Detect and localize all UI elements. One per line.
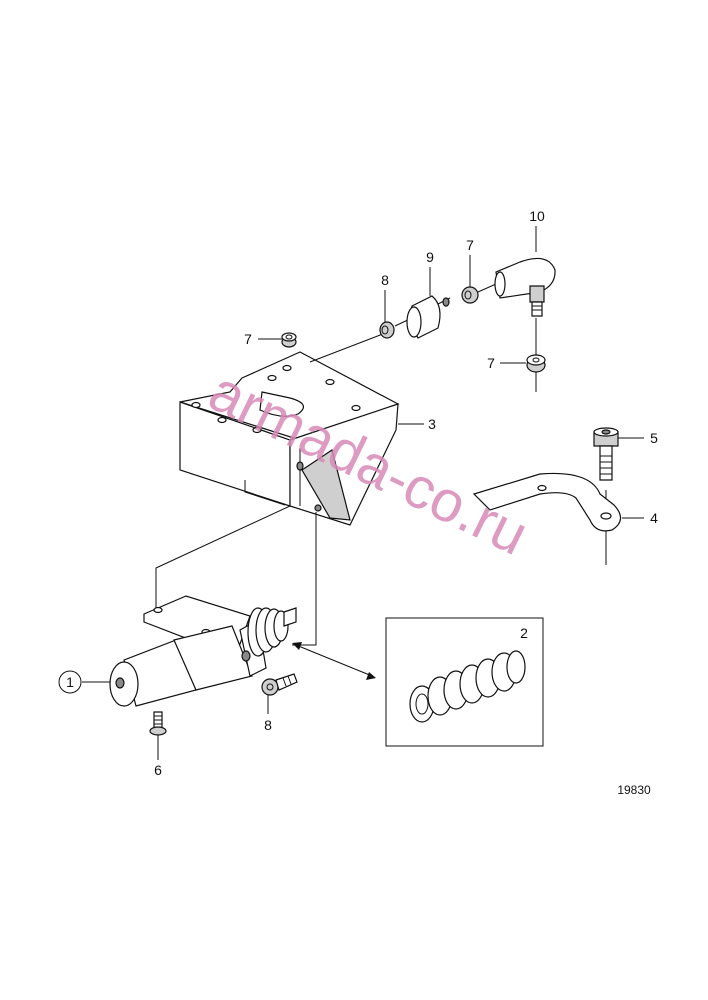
callout-9: 9 bbox=[426, 249, 434, 265]
callout-4: 4 bbox=[650, 510, 658, 526]
callout-8-lower: 8 bbox=[264, 717, 272, 733]
callout-1: 1 bbox=[66, 674, 74, 690]
callout-5: 5 bbox=[650, 430, 658, 446]
callout-numbers: 1 2 3 4 5 6 7 7 7 8 8 9 10 bbox=[58, 208, 658, 778]
callout-2: 2 bbox=[520, 625, 528, 641]
callout-7-middle: 7 bbox=[466, 237, 474, 253]
nut-8-upper bbox=[379, 321, 395, 339]
bolt-8-lower bbox=[261, 673, 298, 696]
screw-6 bbox=[149, 711, 167, 736]
cap-screw bbox=[593, 427, 619, 481]
bellows-inset bbox=[385, 617, 544, 747]
callout-6: 6 bbox=[154, 762, 162, 778]
callout-10: 10 bbox=[529, 208, 545, 224]
callout-8-upper: 8 bbox=[381, 272, 389, 288]
callout-7-lower: 7 bbox=[487, 355, 495, 371]
actuator-assembly bbox=[109, 595, 297, 707]
ball-joint bbox=[477, 257, 556, 317]
nut-7-middle bbox=[461, 286, 479, 304]
callout-3: 3 bbox=[428, 416, 436, 432]
figure-number: 19830 bbox=[617, 783, 651, 797]
nut-7-lower bbox=[526, 354, 546, 373]
rubber-mount bbox=[394, 295, 451, 339]
lever-plate bbox=[472, 472, 622, 532]
mounting-bracket bbox=[179, 351, 400, 526]
nut-7-upper bbox=[281, 332, 297, 348]
callout-7-upper: 7 bbox=[244, 331, 252, 347]
